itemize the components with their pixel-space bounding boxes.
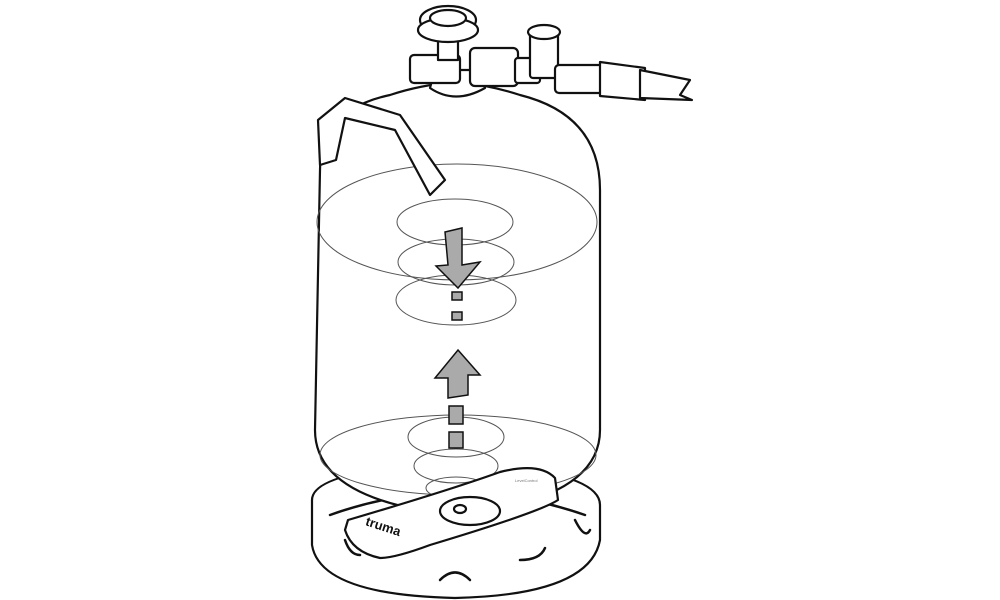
valve-assembly — [408, 4, 694, 102]
svg-text:LevelControl: LevelControl — [515, 478, 538, 483]
upward-arrow-icon — [433, 348, 482, 449]
cylinder-handle — [316, 96, 447, 197]
level-control-device: truma LevelControl — [343, 467, 560, 560]
downward-arrow-icon — [434, 227, 482, 321]
